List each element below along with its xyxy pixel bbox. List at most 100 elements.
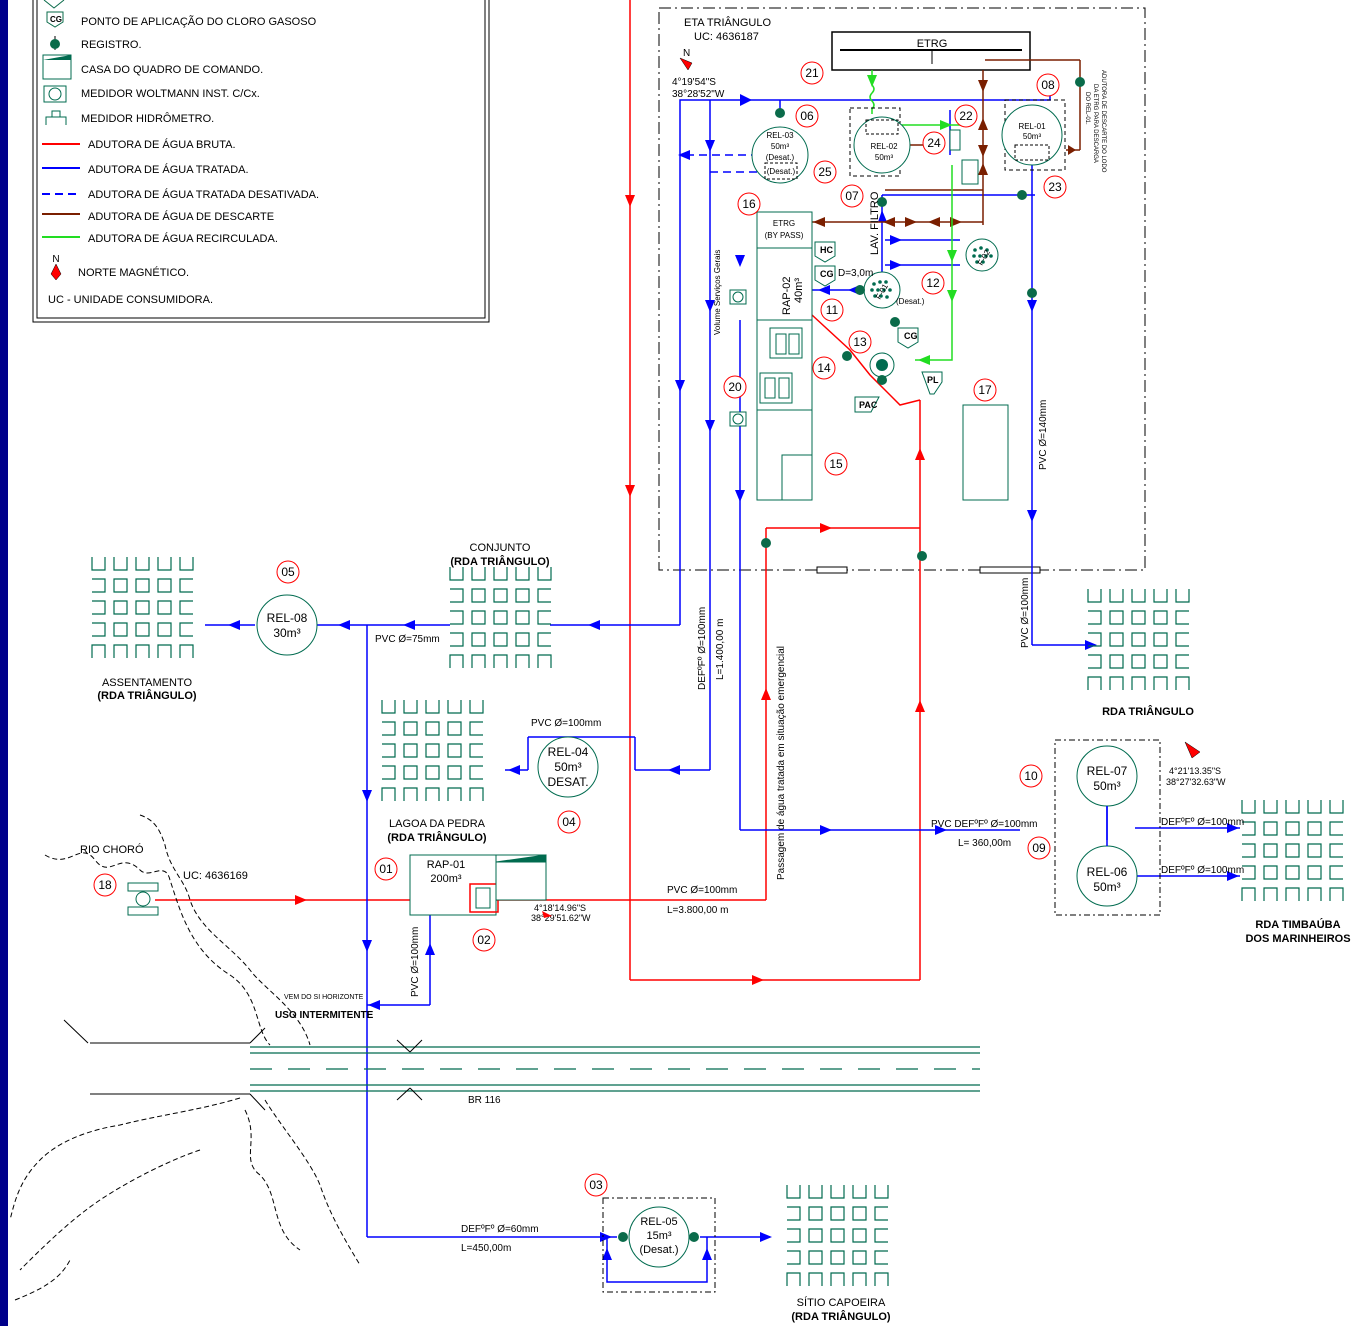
svg-text:38°27'32.63"W: 38°27'32.63"W (1166, 777, 1226, 787)
svg-text:RIO CHORÓ: RIO CHORÓ (80, 843, 144, 856)
svg-text:50m³: 50m³ (1093, 880, 1120, 894)
svg-text:02: 02 (477, 933, 491, 947)
svg-text:PVC DEFºFº Ø=100mm: PVC DEFºFº Ø=100mm (931, 819, 1038, 830)
svg-text:13: 13 (853, 335, 867, 349)
svg-text:PVC Ø=75mm: PVC Ø=75mm (375, 634, 440, 645)
svg-text:38°28'52"W: 38°28'52"W (672, 89, 725, 100)
svg-text:Volume Serviços Gerais: Volume Serviços Gerais (713, 250, 722, 335)
svg-text:17: 17 (978, 383, 992, 397)
svg-text:30m³: 30m³ (273, 626, 300, 640)
etrg-box: ETRG (831, 31, 1031, 71)
svg-text:HC: HC (820, 245, 833, 255)
svg-text:(RDA TRIÂNGULO): (RDA TRIÂNGULO) (791, 1310, 891, 1323)
svg-text:20: 20 (728, 380, 742, 394)
svg-text:PONTO DE APLICAÇÃO DO CLORO GA: PONTO DE APLICAÇÃO DO CLORO GASOSO (81, 15, 317, 28)
reservoirs (256, 594, 1138, 1268)
svg-text:PVC Ø=100mm: PVC Ø=100mm (410, 927, 421, 997)
svg-text:RAP-01: RAP-01 (427, 859, 466, 871)
svg-text:(BY PASS): (BY PASS) (765, 231, 804, 240)
svg-text:DESAT.: DESAT. (547, 775, 588, 789)
svg-text:DEFºFº Ø=60mm: DEFºFº Ø=60mm (461, 1224, 539, 1235)
svg-text:(Desat.): (Desat.) (766, 153, 795, 162)
svg-text:PVC Ø=100mm: PVC Ø=100mm (1020, 578, 1031, 648)
svg-text:ASSENTAMENTO: ASSENTAMENTO (102, 677, 192, 689)
svg-text:DOS MARINHEIROS: DOS MARINHEIROS (1245, 933, 1350, 945)
svg-text:REL-03: REL-03 (766, 131, 794, 140)
registro-valves (618, 77, 1085, 1242)
svg-text:PVC Ø=100mm: PVC Ø=100mm (531, 718, 601, 729)
svg-text:15m³: 15m³ (646, 1230, 671, 1242)
svg-text:08: 08 (1041, 78, 1055, 92)
svg-text:DA ETRG PARA DESCARGA: DA ETRG PARA DESCARGA (1092, 84, 1098, 163)
eta-uc: UC: 4636187 (694, 31, 759, 43)
svg-text:N: N (683, 48, 690, 59)
svg-text:40m³: 40m³ (793, 278, 805, 303)
svg-text:LAV. FILTRO: LAV. FILTRO (869, 191, 881, 255)
rio-choro (9, 814, 361, 1301)
eta-title: ETA TRIÂNGULO (684, 16, 771, 29)
svg-text:D=3,0m: D=3,0m (838, 268, 873, 279)
svg-text:21: 21 (805, 66, 819, 80)
svg-text:ADUTORA DE ÁGUA BRUTA.: ADUTORA DE ÁGUA BRUTA. (88, 138, 236, 151)
number-markers (93, 61, 1067, 1197)
svg-text:(RDA TRIÂNGULO): (RDA TRIÂNGULO) (97, 689, 197, 702)
svg-text:11: 11 (826, 303, 839, 317)
svg-text:N: N (52, 254, 59, 265)
svg-text:07: 07 (845, 189, 859, 203)
svg-text:REL-02: REL-02 (870, 142, 898, 151)
svg-text:MEDIDOR WOLTMANN INST. C/Cx.: MEDIDOR WOLTMANN INST. C/Cx. (81, 88, 260, 100)
svg-text:(Desat.): (Desat.) (896, 297, 925, 306)
svg-text:MEDIDOR HIDRÔMETRO.: MEDIDOR HIDRÔMETRO. (81, 112, 214, 125)
svg-text:05: 05 (281, 565, 295, 579)
svg-text:50m³: 50m³ (875, 153, 894, 162)
svg-text:UC - UNIDADE CONSUMIDORA.: UC - UNIDADE CONSUMIDORA. (48, 294, 213, 306)
svg-text:DEFºFº Ø=100mm: DEFºFº Ø=100mm (697, 607, 708, 690)
registro-icon (50, 39, 60, 49)
drawing-frame-border (0, 0, 8, 1326)
svg-text:REL-08: REL-08 (267, 611, 308, 625)
casa-quadro-icon (42, 54, 72, 80)
community-blocks (91, 557, 1344, 1286)
cloro-icon (46, 11, 64, 28)
hidrometro-icon (45, 110, 67, 125)
north-icon (50, 263, 62, 281)
svg-text:ADUTORA DE ÁGUA RECIRCULADA.: ADUTORA DE ÁGUA RECIRCULADA. (88, 232, 278, 245)
svg-text:L=3.800,00 m: L=3.800,00 m (667, 905, 728, 916)
svg-text:LAGOA DA PEDRA: LAGOA DA PEDRA (389, 818, 486, 830)
svg-text:REL-07: REL-07 (1087, 764, 1128, 778)
svg-text:SÍTIO CAPOEIRA: SÍTIO CAPOEIRA (797, 1296, 886, 1309)
eta-boundary (658, 7, 1146, 574)
svg-text:38°29'51.62"W: 38°29'51.62"W (531, 913, 591, 923)
svg-text:REL-06: REL-06 (1087, 865, 1128, 879)
svg-text:ADUTORA DE ÁGUA TRATADA DESATI: ADUTORA DE ÁGUA TRATADA DESATIVADA. (88, 188, 319, 201)
svg-text:L=1.400,00 m: L=1.400,00 m (715, 619, 726, 680)
svg-text:(RDA TRIÂNGULO): (RDA TRIÂNGULO) (450, 555, 550, 568)
treated-water-pipes (205, 95, 1240, 1283)
svg-text:09: 09 (1032, 841, 1046, 855)
svg-text:03: 03 (589, 1178, 603, 1192)
svg-text:22: 22 (959, 109, 973, 123)
svg-text:PAC: PAC (859, 400, 878, 410)
svg-text:ETRG: ETRG (773, 219, 795, 228)
svg-text:Passagem de água tratada em si: Passagem de água tratada em situação eme… (776, 646, 787, 880)
svg-text:REGISTRO.: REGISTRO. (81, 39, 142, 51)
svg-text:25: 25 (818, 165, 832, 179)
svg-text:50m³: 50m³ (554, 760, 581, 774)
svg-text:BR 116: BR 116 (468, 1095, 501, 1106)
svg-text:CASA DO QUADRO DE COMANDO.: CASA DO QUADRO DE COMANDO. (81, 64, 263, 76)
svg-text:DEFºFº Ø=100mm: DEFºFº Ø=100mm (1161, 865, 1244, 876)
svg-text:50m³: 50m³ (1023, 132, 1042, 141)
svg-text:CG: CG (50, 15, 62, 24)
svg-text:15: 15 (829, 457, 843, 471)
svg-text:DEFºFº Ø=100mm: DEFºFº Ø=100mm (1161, 817, 1244, 828)
br116-road (250, 1046, 980, 1092)
svg-text:4°18'14.96"S: 4°18'14.96"S (534, 903, 586, 913)
deactivated-pipes (686, 154, 763, 173)
svg-text:(Desat.): (Desat.) (767, 167, 796, 176)
svg-text:01: 01 (379, 862, 393, 876)
svg-text:12: 12 (926, 276, 940, 290)
svg-text:ADUTORA DE DESCARTE DO LODO: ADUTORA DE DESCARTE DO LODO (1100, 70, 1106, 173)
svg-text:L=450,00m: L=450,00m (461, 1243, 511, 1254)
svg-text:REL-01: REL-01 (1018, 122, 1046, 131)
svg-text:23: 23 (1048, 180, 1062, 194)
